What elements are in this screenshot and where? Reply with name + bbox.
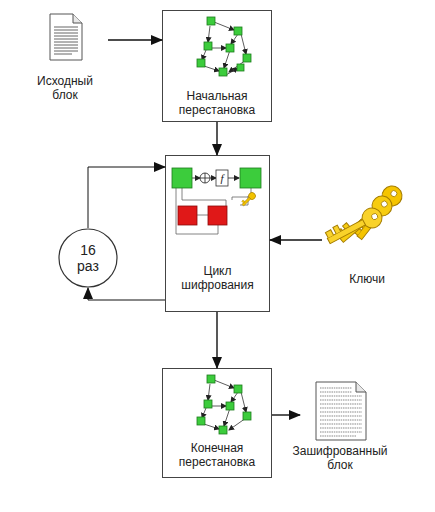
source-block: Исходный блок <box>22 12 108 108</box>
loop-counter-circle: 16 раз <box>58 228 118 288</box>
keys-icon <box>324 182 406 250</box>
flow-arrow <box>88 288 165 300</box>
document-icon <box>50 14 82 60</box>
node-label: 16 раз <box>58 228 118 288</box>
node-label: Исходный блок <box>30 74 100 102</box>
process-box: Конечная перестановка <box>162 368 272 478</box>
process-box: Цикл шифрования <box>165 155 270 312</box>
flow-arrow <box>272 414 300 415</box>
encrypted-document-icon <box>316 382 366 440</box>
node-label: Зашифрованный блок <box>284 444 396 472</box>
flow-arrow <box>270 239 322 240</box>
flow-arrow <box>108 39 162 40</box>
keys-block: Ключи <box>322 180 412 292</box>
permutation-graph <box>197 375 251 434</box>
node-label: Ключи <box>322 272 412 286</box>
flow-arrow <box>216 122 217 155</box>
function-symbol: f <box>216 170 228 186</box>
process-box: Начальная перестановка <box>162 10 272 122</box>
node-label: Цикл шифрования <box>178 264 257 292</box>
node-label: Конечная перестановка <box>167 441 267 469</box>
encrypted-block: Зашифрованный блок <box>300 378 380 484</box>
permutation-graph <box>197 17 251 76</box>
node-label: Начальная перестановка <box>167 89 267 117</box>
flow-arrow <box>216 312 217 368</box>
flow-arrow <box>88 167 165 228</box>
round-schematic <box>172 168 261 234</box>
